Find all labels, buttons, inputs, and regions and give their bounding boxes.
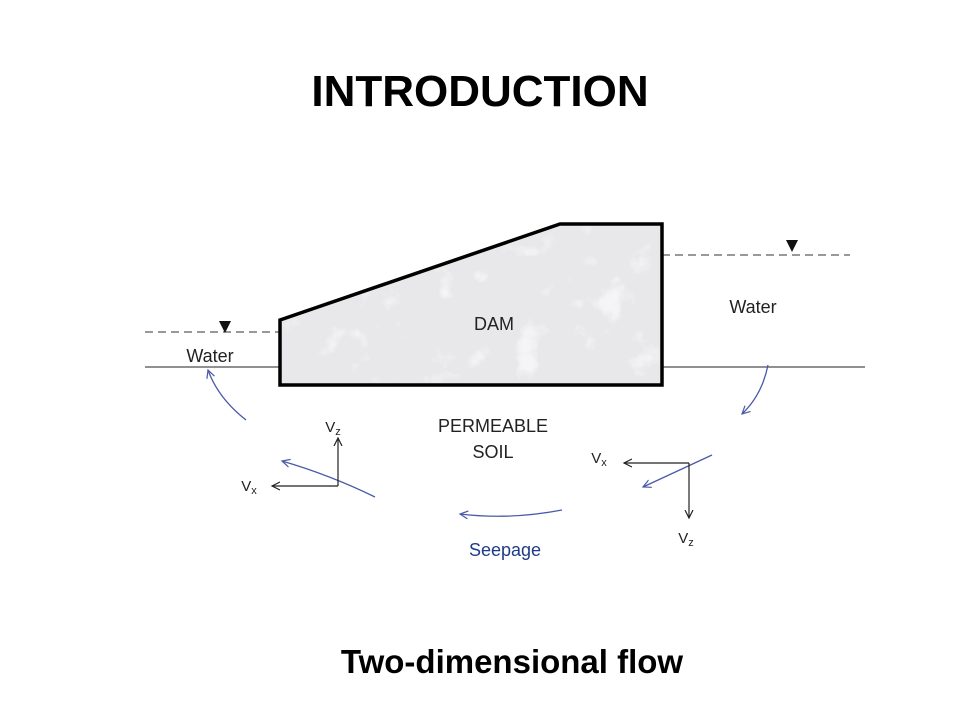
water-label-right: Water [729,297,776,317]
soil-label-line1: PERMEABLE [438,416,548,436]
slide-title: INTRODUCTION [311,67,648,116]
seepage-label: Seepage [469,540,541,560]
dam-body [278,222,664,387]
water-level-marker-right [786,240,798,252]
vx-label-right: Vx [591,450,607,469]
seepage-flow-path [208,364,769,516]
dam-label: DAM [474,314,514,334]
velocity-components-right [624,463,689,518]
water-level-marker-left [219,321,231,333]
vx-label-left: Vx [241,478,257,497]
vz-label-right: Vz [678,530,694,549]
soil-label-line2: SOIL [472,442,513,462]
vz-label-left: Vz [325,419,341,438]
water-label-left: Water [186,346,233,366]
slide-caption: Two-dimensional flow [341,643,684,680]
velocity-components-left [272,438,338,486]
